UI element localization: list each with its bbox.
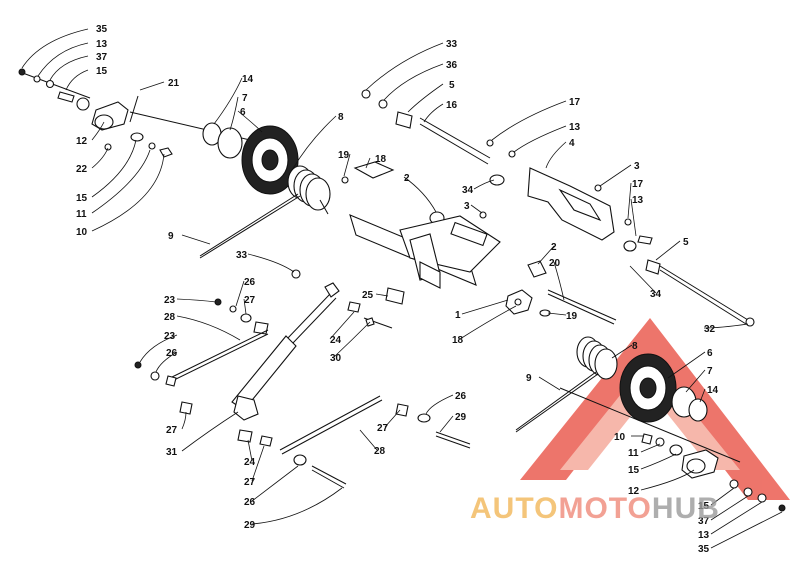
part-label: 34 (462, 185, 474, 196)
watermark-hub: HUB (652, 492, 720, 525)
left-link-arm (134, 298, 269, 415)
watermark-auto: AUTO (470, 492, 558, 525)
part-label: 15 (698, 501, 710, 512)
part-label: 2 (551, 242, 557, 253)
part-label: 6 (707, 348, 713, 359)
part-label: 1 (455, 310, 461, 321)
part-label: 13 (569, 122, 581, 133)
upper-left-wheel (202, 122, 299, 195)
part-label: 11 (628, 448, 639, 459)
part-label: 6 (240, 107, 246, 118)
part-label: 26 (244, 277, 256, 288)
leader-lines (21, 28, 783, 549)
part-label: 21 (168, 78, 180, 89)
part-label: 23 (164, 295, 176, 306)
part-label: 15 (76, 193, 88, 204)
part-label: 2 (404, 173, 410, 184)
part-label: 35 (698, 544, 710, 555)
lower-links (237, 301, 471, 489)
part-label: 15 (628, 465, 640, 476)
part-label: 19 (338, 150, 350, 161)
part-label: 29 (244, 520, 256, 531)
part-label: 13 (632, 195, 644, 206)
part-label: 5 (683, 237, 689, 248)
part-label: 37 (96, 52, 108, 63)
part-label: 15 (96, 66, 108, 77)
watermark-text: AUTOMOTOHUB (470, 492, 720, 525)
bracket-part-4 (527, 167, 755, 327)
part-label: 13 (96, 39, 108, 50)
part-label: 14 (707, 385, 719, 396)
part-label: 12 (628, 486, 640, 497)
part-label: 3 (464, 201, 470, 212)
central-pivot (341, 161, 617, 325)
part-label: 9 (526, 373, 532, 384)
part-label: 18 (375, 154, 387, 165)
part-label: 4 (569, 138, 575, 149)
part-label: 17 (632, 179, 644, 190)
part-label: 37 (698, 516, 710, 527)
part-labels: 35 13 37 15 21 14 7 6 12 22 15 11 10 8 9… (76, 24, 719, 555)
lower-right-shaft (559, 387, 786, 512)
part-label: 28 (374, 446, 386, 457)
part-label: 13 (698, 530, 710, 541)
part-label: 8 (338, 112, 344, 123)
part-label: 31 (166, 447, 178, 458)
part-label: 5 (449, 80, 455, 91)
part-label: 7 (707, 366, 713, 377)
part-label: 36 (446, 60, 458, 71)
part-label: 30 (330, 353, 342, 364)
part-label: 27 (244, 477, 256, 488)
part-label: 7 (242, 93, 248, 104)
part-label: 3 (634, 161, 640, 172)
part-label: 27 (166, 425, 178, 436)
part-label: 35 (96, 24, 108, 35)
part-label: 8 (632, 341, 638, 352)
part-label: 26 (244, 497, 256, 508)
part-label: 25 (362, 290, 374, 301)
upper-left-spring (199, 165, 331, 259)
part-label: 10 (76, 227, 88, 238)
part-label: 23 (164, 331, 176, 342)
part-label: 22 (76, 164, 88, 175)
part-label: 16 (446, 100, 458, 111)
part-label: 14 (242, 74, 254, 85)
part-label: 19 (566, 311, 578, 322)
part-label: 32 (704, 324, 716, 335)
part-label: 24 (330, 335, 342, 346)
part-label: 29 (455, 412, 467, 423)
part-label: 26 (455, 391, 467, 402)
watermark-moto: MOTO (558, 492, 651, 525)
part-label: 26 (166, 348, 178, 359)
part-label: 10 (614, 432, 626, 443)
part-label: 28 (164, 312, 176, 323)
top-rear-shaft (361, 89, 516, 186)
part-label: 33 (446, 39, 458, 50)
part-label: 20 (549, 258, 561, 269)
part-label: 27 (377, 423, 389, 434)
part-label: 12 (76, 136, 88, 147)
part-label: 18 (452, 335, 464, 346)
part-label: 24 (244, 457, 256, 468)
part-label: 9 (168, 231, 174, 242)
part-label: 17 (569, 97, 581, 108)
shock-absorber (231, 269, 340, 421)
part-label: 34 (650, 289, 662, 300)
upper-left-shaft (18, 68, 251, 158)
part-label: 33 (236, 250, 248, 261)
svg-text:AUTOMOTOHUB: AUTOMOTOHUB (470, 492, 720, 525)
part-label: 27 (244, 295, 256, 306)
part-label: 11 (76, 209, 87, 220)
lower-right-spring (515, 336, 618, 433)
lower-right-wheel (619, 353, 708, 423)
